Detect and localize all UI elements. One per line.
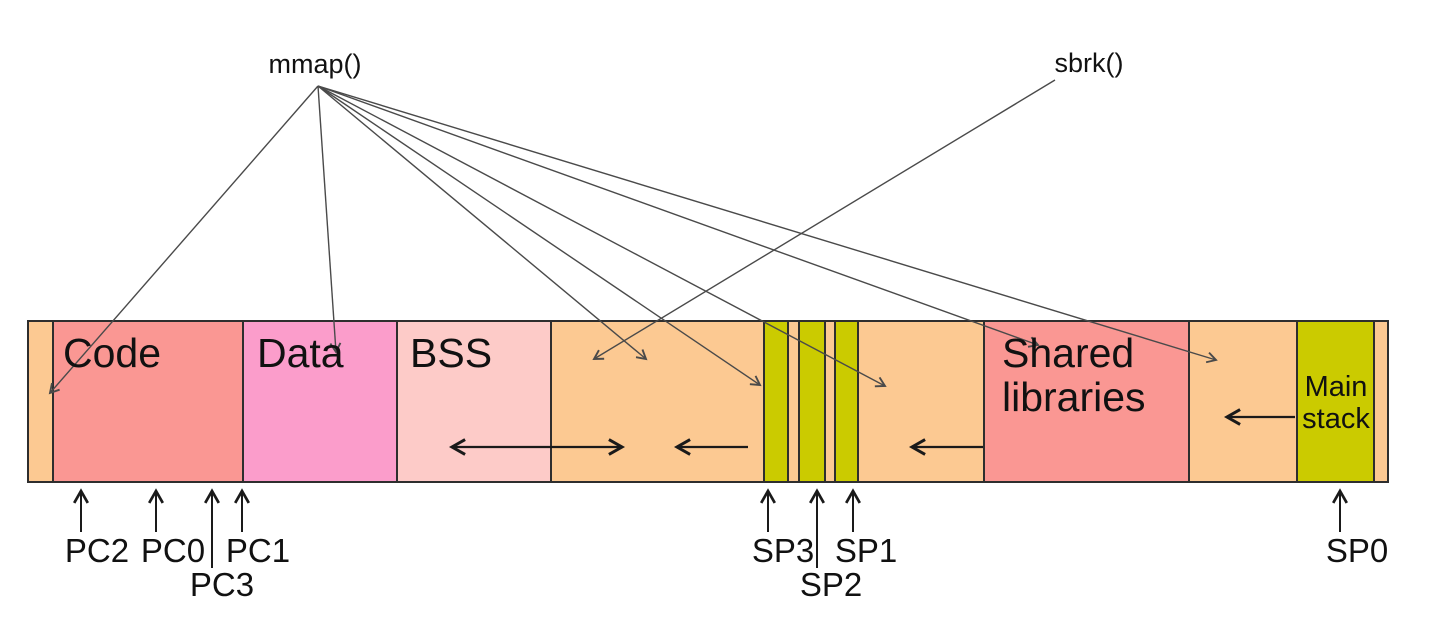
shared-libraries-label-line2: libraries: [1002, 374, 1146, 420]
segment-free-region-right: [1188, 320, 1298, 483]
pc3-label: PC3: [190, 566, 254, 603]
mmap-label: mmap(): [269, 49, 362, 79]
sbrk-label: sbrk(): [1055, 48, 1124, 78]
shared-libraries-label-line1: Shared: [1002, 330, 1134, 376]
mmap-arrow-shared-libs: [317, 85, 1040, 348]
sp0-label: SP0: [1326, 532, 1388, 569]
mmap-arrow-sp1-region: [317, 85, 887, 388]
mmap-arrow-right-region: [317, 85, 1218, 364]
pc1-label: PC1: [226, 532, 290, 569]
segment-stack-sp2: [798, 320, 826, 483]
data-label: Data: [257, 330, 344, 376]
pointer-arrows: [73, 488, 1348, 568]
segment-stack-sp3: [763, 320, 789, 483]
growth-arrows: [448, 408, 1295, 456]
segment-gap-1: [787, 320, 800, 483]
memory-bar: [27, 320, 1389, 483]
code-label: Code: [63, 330, 161, 376]
mmap-arrow-left-region: [48, 85, 319, 395]
segment-code: [52, 320, 244, 483]
pc2-label: PC2: [65, 532, 129, 569]
bss-label: BSS: [410, 330, 492, 376]
sp1-label: SP1: [835, 532, 897, 569]
segment-stack-sp1: [834, 320, 859, 483]
pc0-label: PC0: [141, 532, 205, 569]
sp3-label: SP3: [752, 532, 814, 569]
segment-gap-2: [824, 320, 836, 483]
segment-free-region: [857, 320, 985, 483]
sbrk-arrow-heap-end: [592, 79, 1056, 360]
segment-heap: [550, 320, 765, 483]
main-stack-label-line1: Main: [1305, 371, 1368, 403]
segment-data: [242, 320, 398, 483]
mmap-arrow-heap: [317, 85, 648, 361]
sp2-label: SP2: [800, 566, 862, 603]
segment-shared-libraries: [983, 320, 1190, 483]
segment-mmap-region-right: [1373, 320, 1389, 483]
segment-mmap-region-left: [27, 320, 54, 483]
mmap-arrow-data: [317, 85, 342, 354]
mmap-arrows: [48, 85, 1218, 395]
mmap-arrow-sp3-region: [317, 85, 762, 387]
main-stack-label-line2: stack: [1302, 403, 1370, 435]
segment-main-stack: [1296, 320, 1375, 483]
